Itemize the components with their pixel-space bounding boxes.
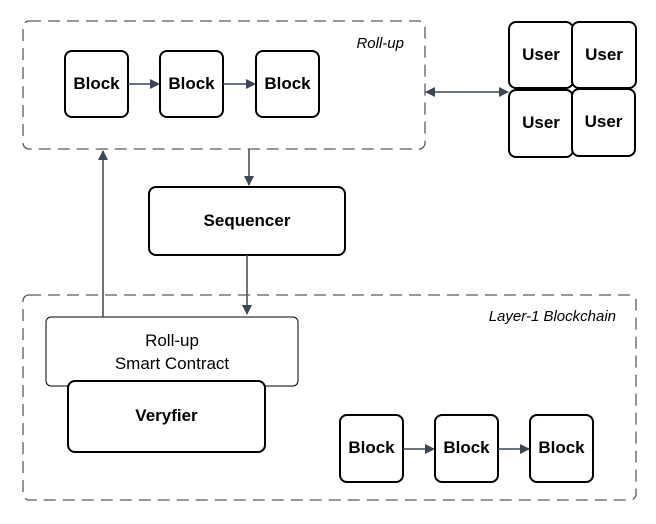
smart-contract-line2: Smart Contract	[115, 354, 230, 373]
sequencer-label: Sequencer	[204, 211, 291, 230]
sequencer-box[interactable]: Sequencer	[148, 186, 346, 256]
rollup-block-2-label: Block	[168, 74, 215, 93]
user-box-4-label: User	[585, 112, 623, 131]
smart-contract-box[interactable]: Roll-up Smart Contract	[45, 316, 299, 387]
user-box-3[interactable]: User	[508, 89, 574, 158]
layer1-group: Layer-1 Blockchain Roll-up Smart Contrac…	[22, 294, 637, 501]
layer1-group-title: Layer-1 Blockchain	[489, 308, 616, 325]
layer1-block-3-label: Block	[538, 438, 585, 457]
rollup-block-3-label: Block	[264, 74, 311, 93]
rollup-block-1-label: Block	[73, 74, 120, 93]
layer1-block-3[interactable]: Block	[529, 414, 594, 483]
user-box-4[interactable]: User	[571, 88, 636, 157]
user-box-1[interactable]: User	[508, 21, 574, 89]
user-box-2[interactable]: User	[571, 21, 637, 89]
layer1-group-border	[22, 294, 637, 501]
rollup-group: Roll-up Block Block Block	[22, 20, 426, 150]
verifier-box[interactable]: Veryfier	[67, 380, 266, 453]
rollup-group-border	[22, 20, 426, 150]
layer1-block-2-label: Block	[443, 438, 490, 457]
user-box-2-label: User	[585, 45, 623, 64]
users-cluster: User User User User	[508, 21, 637, 158]
rollup-block-2[interactable]: Block	[159, 50, 224, 118]
rollup-block-3[interactable]: Block	[255, 50, 320, 118]
rollup-block-1[interactable]: Block	[64, 50, 129, 118]
user-box-1-label: User	[522, 45, 560, 64]
verifier-label: Veryfier	[135, 406, 198, 425]
user-box-3-label: User	[522, 113, 560, 132]
layer1-block-1[interactable]: Block	[339, 414, 404, 483]
layer1-block-1-label: Block	[348, 438, 395, 457]
smart-contract-line1: Roll-up	[145, 331, 199, 350]
rollup-group-title: Roll-up	[356, 35, 404, 52]
layer1-block-2[interactable]: Block	[434, 414, 499, 483]
